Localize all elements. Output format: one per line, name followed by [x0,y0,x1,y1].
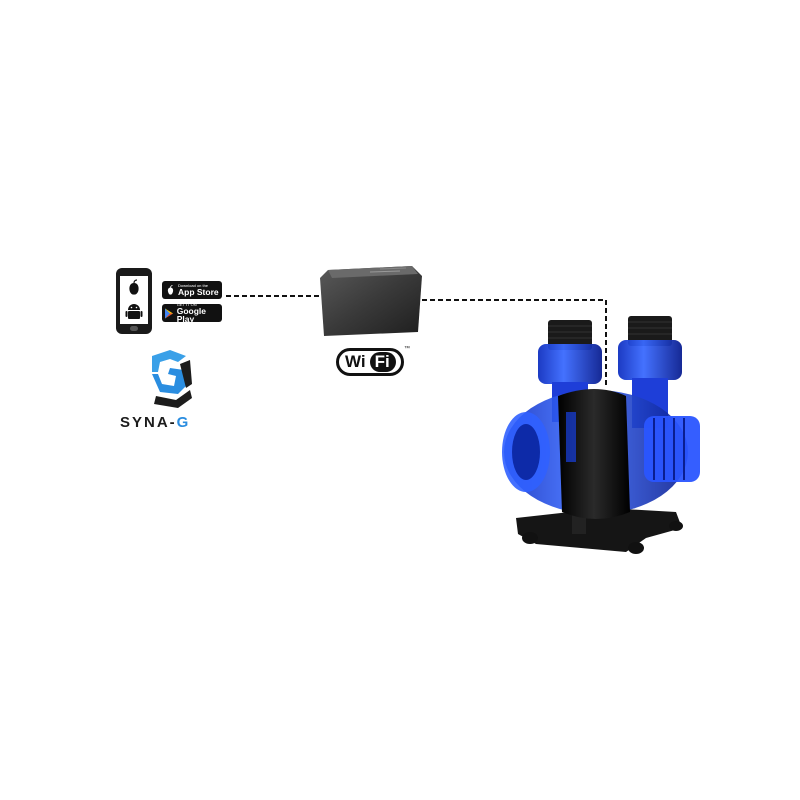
google-play-badge[interactable]: GET IT ON Google Play [162,301,222,324]
water-pump-image [502,316,700,554]
wifi-router-icon [320,266,422,336]
wifi-logo-left: Wi [345,352,366,371]
smartphone-icon [116,268,152,334]
app-store-label: App Store [178,286,219,297]
google-play-small-text: GET IT ON [176,301,197,307]
apple-android-icons [125,279,143,319]
google-play-label: Google Play [176,305,207,324]
apple-icon [162,281,178,299]
app-store-small-text: Download on the [178,282,209,288]
brand-name: SYNA- [120,414,177,431]
wifi-trademark: ™ [404,346,410,352]
syna-g-logo-icon [152,350,192,408]
brand-wordmark: SYNA-G [120,414,190,431]
brand-suffix: G [176,414,191,431]
google-play-icon [162,304,177,322]
wifi-logo-right: Fi [369,352,396,372]
app-store-badge[interactable]: Download on the App Store [162,281,222,299]
wifi-logo: Wi Fi [336,348,404,376]
